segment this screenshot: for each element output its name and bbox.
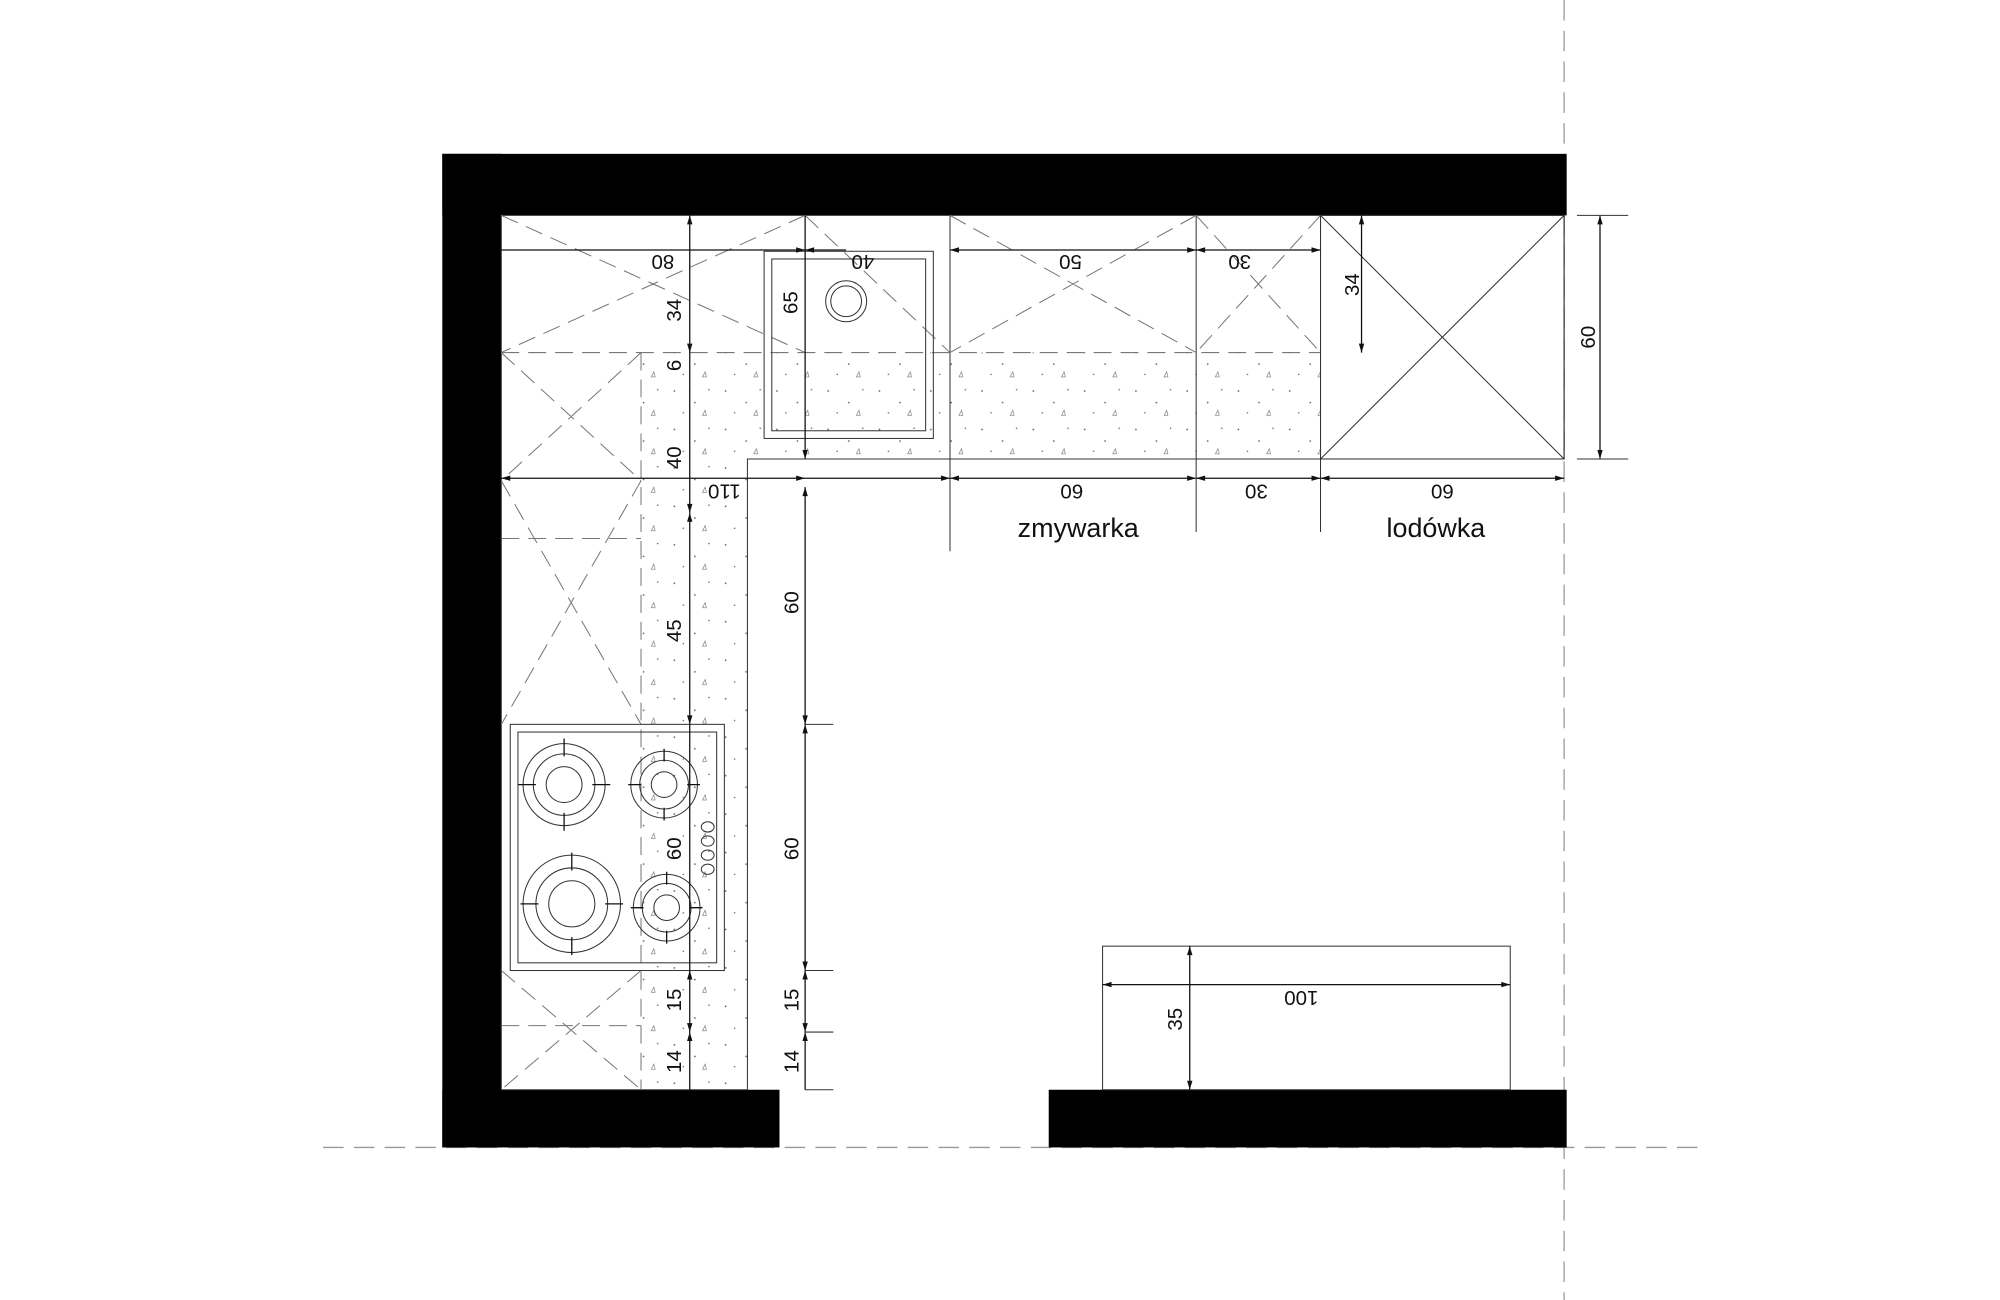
dim-60-corridor-a: 60 xyxy=(781,591,804,614)
dim-45: 45 xyxy=(663,619,686,642)
dim-110: 110 xyxy=(708,480,741,503)
fridge xyxy=(1320,214,1565,460)
dim-60-dishwasher: 60 xyxy=(1060,480,1083,503)
dimension-labels: 80 40 50 30 34 6 40 45 60 15 14 65 34 60… xyxy=(651,250,1599,1073)
dim-14-corridor: 14 xyxy=(781,1050,804,1073)
dim-40-sink: 40 xyxy=(851,250,874,273)
dim-65: 65 xyxy=(779,291,802,314)
dim-34-fridge: 34 xyxy=(1341,273,1364,296)
dim-100: 100 xyxy=(1284,986,1318,1009)
knobs xyxy=(700,821,715,875)
burner-icon xyxy=(517,738,611,831)
dim-34: 34 xyxy=(663,299,686,322)
dim-80: 80 xyxy=(651,250,674,273)
countertop xyxy=(500,214,1565,1091)
table xyxy=(1102,945,1511,1091)
burner-icon xyxy=(628,748,701,821)
dim-15-corridor: 15 xyxy=(781,989,804,1012)
wall-top xyxy=(442,153,1567,216)
dim-60-corridor-b: 60 xyxy=(781,837,804,860)
dim-30-gap: 30 xyxy=(1245,480,1268,503)
dim-40-counter: 40 xyxy=(663,446,686,469)
dimension-lines xyxy=(501,214,1629,1091)
dim-14: 14 xyxy=(663,1050,686,1073)
drain-icon xyxy=(825,280,868,323)
wall-bottom-left xyxy=(442,1089,780,1148)
dim-60-fridge-depth: 60 xyxy=(1577,326,1600,349)
dim-50: 50 xyxy=(1059,250,1082,273)
dim-30-top: 30 xyxy=(1228,250,1251,273)
dim-60-fridge: 60 xyxy=(1431,480,1454,503)
label-dishwasher: zmywarka xyxy=(1018,513,1139,543)
dim-35: 35 xyxy=(1164,1008,1187,1031)
walls xyxy=(442,153,1567,1148)
dim-60-hob: 60 xyxy=(663,837,686,860)
burner-icon xyxy=(630,871,703,944)
dim-15: 15 xyxy=(663,989,686,1012)
wall-left xyxy=(442,153,502,1148)
burner-icon xyxy=(520,852,624,956)
gas-hob xyxy=(509,723,725,972)
sink xyxy=(763,250,934,439)
label-fridge: lodówka xyxy=(1387,513,1486,543)
dim-6: 6 xyxy=(663,360,686,371)
wall-bottom-right xyxy=(1048,1089,1567,1148)
